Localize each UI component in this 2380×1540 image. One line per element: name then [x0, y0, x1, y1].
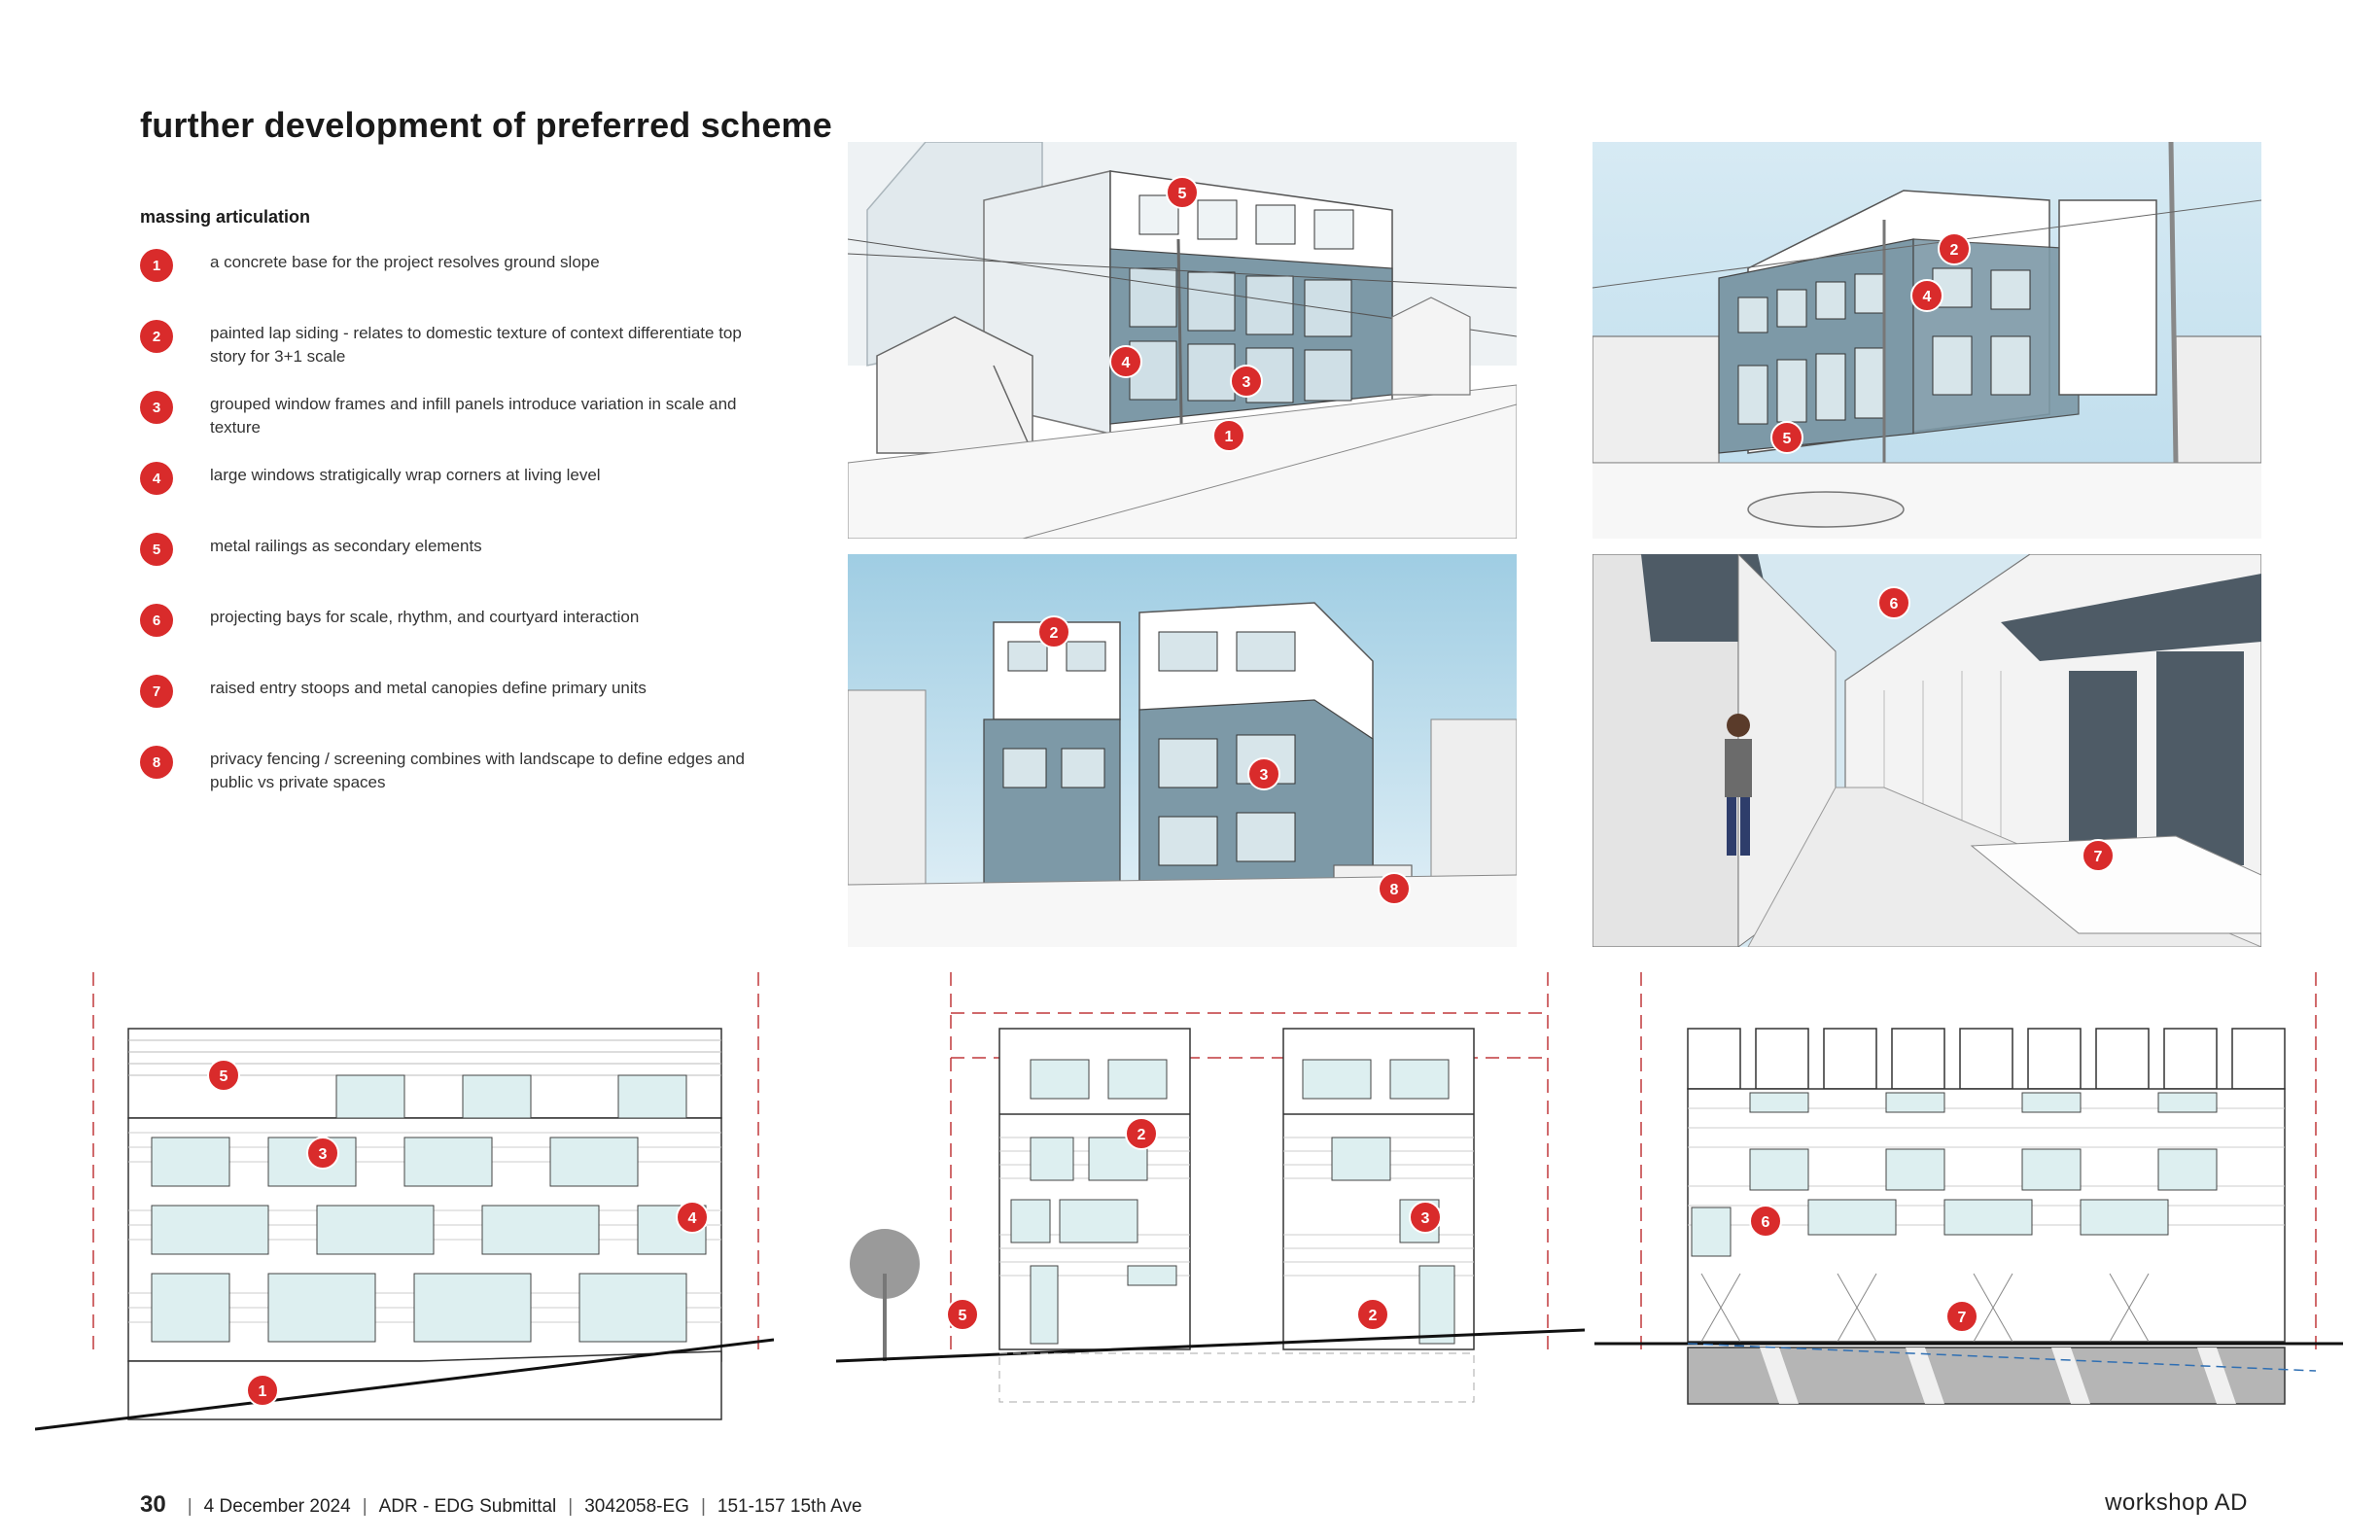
render-courtyard-view-drawing: 2 3 8: [848, 554, 1517, 947]
elevation-street-facade: 5 3 4 1: [35, 962, 774, 1449]
legend-text: painted lap siding - relates to domestic…: [210, 324, 742, 366]
elevation-street-facade-drawing: 5 3 4 1: [35, 972, 774, 1431]
callout-number: 3: [1421, 1210, 1430, 1227]
callout-badge: 7: [140, 675, 173, 708]
callout-number: 7: [1958, 1310, 1967, 1326]
callout-number: 4: [688, 1210, 697, 1227]
legend-text: metal railings as secondary elements: [210, 537, 482, 555]
callout-number: 4: [1923, 289, 1932, 305]
callout-number: 7: [2094, 849, 2103, 865]
footer-separator: |: [187, 1496, 192, 1517]
firm-name: workshop AD: [2105, 1489, 2248, 1516]
footer-separator: |: [362, 1496, 368, 1517]
callout-number: 5: [959, 1308, 967, 1324]
legend-text: large windows stratigically wrap corners…: [210, 466, 601, 484]
page-number: 30: [140, 1491, 166, 1518]
person-figure: [1725, 714, 1752, 856]
render-courtyard-view: 2 3 8: [848, 554, 1517, 947]
legend-text: raised entry stoops and metal canopies d…: [210, 679, 647, 697]
callout-number: 6: [1890, 596, 1899, 612]
callout-badge: 3: [140, 391, 173, 424]
callout-number: 6: [1762, 1214, 1770, 1231]
callout-number: 5: [220, 1068, 228, 1085]
render-street-view-drawing: 2 4 5: [1592, 142, 2261, 539]
footer-address: 151-157 15th Ave: [717, 1496, 862, 1517]
callout-number: 2: [1050, 625, 1059, 642]
footer-date: 4 December 2024: [203, 1496, 351, 1517]
callout-number: 5: [1178, 186, 1187, 202]
render-walkway-view: 6 7: [1592, 554, 2261, 947]
callout-number: 1: [1225, 429, 1234, 445]
legend-text: projecting bays for scale, rhythm, and c…: [210, 608, 640, 626]
callout-number: 2: [1369, 1308, 1378, 1324]
legend-text: a concrete base for the project resolves…: [210, 253, 600, 271]
elevation-courtyard-section: 2 3 5 2: [836, 962, 1585, 1419]
callout-badge: 6: [140, 604, 173, 637]
callout-badge: 8: [140, 746, 173, 779]
callout-number: 8: [1390, 882, 1399, 898]
callout-badge: 1: [140, 249, 173, 282]
legend-text: privacy fencing / screening combines wit…: [210, 750, 746, 791]
footer-submittal: ADR - EDG Submittal: [378, 1496, 557, 1517]
footer-project-number: 3042058-EG: [584, 1496, 689, 1517]
callout-number: 3: [319, 1146, 328, 1163]
callout-badge: 2: [140, 320, 173, 353]
callout-number: 3: [1242, 374, 1251, 391]
section-subtitle: massing articulation: [140, 207, 311, 227]
callout-number: 2: [1950, 242, 1959, 259]
page-footer: 30 | 4 December 2024 | ADR - EDG Submittal | 3…: [140, 1491, 862, 1519]
callout-number: 3: [1260, 767, 1269, 784]
elevation-townhouse-row-drawing: 6 7: [1594, 972, 2343, 1405]
render-walkway-view-drawing: 6 7: [1592, 554, 2261, 947]
callout-badge: 4: [140, 462, 173, 495]
legend-text: grouped window frames and infill panels …: [210, 395, 737, 437]
elevation-townhouse-row: 6 7: [1594, 962, 2343, 1419]
footer-separator: |: [568, 1496, 574, 1517]
callout-number: 5: [1783, 431, 1792, 447]
render-corner-view: 5 4 3 1: [848, 142, 1517, 539]
render-street-view: 2 4 5: [1592, 142, 2261, 539]
callout-number: 1: [259, 1383, 267, 1400]
elevation-courtyard-section-drawing: 2 3 5 2: [836, 972, 1585, 1403]
footer-separator: |: [700, 1496, 706, 1517]
callout-badge: 5: [140, 533, 173, 566]
render-corner-view-drawing: 5 4 3 1: [848, 142, 1517, 539]
callout-number: 2: [1138, 1127, 1146, 1143]
page-title: further development of preferred scheme: [140, 105, 832, 145]
callout-number: 4: [1122, 355, 1131, 371]
